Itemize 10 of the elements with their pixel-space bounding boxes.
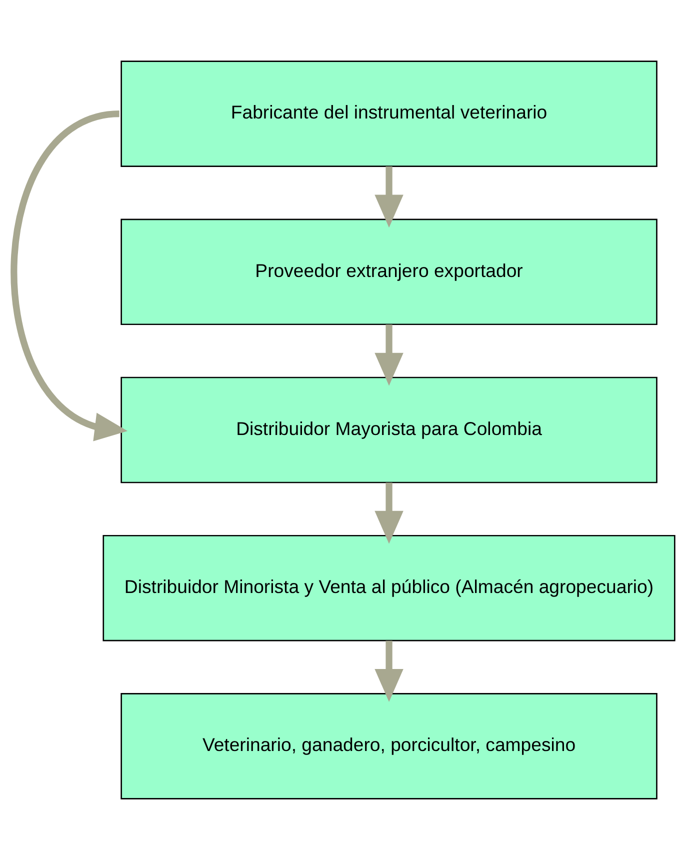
arrow bbox=[374, 640, 404, 702]
node-box: Distribuidor Minorista y Venta al público (Almacén agropecuario) bbox=[102, 534, 676, 641]
node-box: Proveedor extranjero exportador bbox=[120, 218, 658, 325]
arrow bbox=[374, 324, 404, 386]
node-box: Distribuidor Mayorista para Colombia bbox=[120, 376, 658, 483]
node-box: Fabricante del instrumental veterinario bbox=[120, 60, 658, 166]
arrow bbox=[374, 166, 404, 228]
node-box: Veterinario, ganadero, porcicultor, campesino bbox=[120, 692, 658, 799]
arrow bbox=[10, 110, 128, 441]
arrow bbox=[374, 482, 404, 544]
